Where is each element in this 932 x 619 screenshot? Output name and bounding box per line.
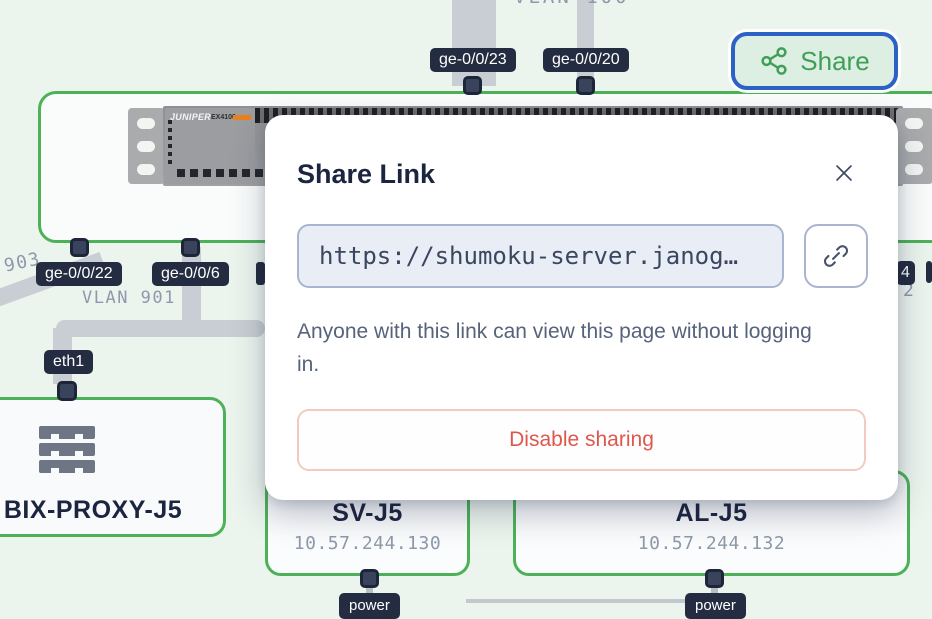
ear-slot xyxy=(137,164,155,175)
port-label-ge-0-0-6: ge-0/0/6 xyxy=(152,262,229,286)
rack-ear-left xyxy=(128,108,165,184)
port-ge-0-0-22 xyxy=(70,238,89,257)
modal-description: Anyone with this link can view this page… xyxy=(297,320,812,376)
port-al-power xyxy=(705,569,724,588)
port-ge-0-0-23 xyxy=(463,76,482,95)
link-line-vlan901-horizontal xyxy=(56,320,265,337)
node-ip: 10.57.244.130 xyxy=(293,533,442,554)
node-title: SV-J5 xyxy=(332,499,403,527)
ear-slot xyxy=(137,141,155,152)
port-label-sliver-right xyxy=(926,261,932,283)
port-label-ge-0-0-23: ge-0/0/23 xyxy=(430,48,516,72)
close-icon[interactable] xyxy=(830,159,858,187)
vlan-label-901: VLAN 901 xyxy=(82,288,176,308)
server-stack-icon xyxy=(39,426,95,478)
copy-link-button[interactable] xyxy=(804,224,868,288)
modal-title: Share Link xyxy=(297,159,436,189)
share-nodes-icon xyxy=(759,46,789,76)
vendor-logo-text: JUNIPER xyxy=(170,112,212,122)
ear-slot xyxy=(905,141,923,152)
ear-slot xyxy=(905,118,923,129)
port-label-ge-0-0-22: ge-0/0/22 xyxy=(36,262,122,286)
node-title: AL-J5 xyxy=(675,499,748,527)
disable-sharing-button[interactable]: Disable sharing xyxy=(297,409,866,471)
link-line-vlan901-vertical-a xyxy=(182,247,201,327)
link-line-vlan100-b xyxy=(577,0,594,86)
port-eth1 xyxy=(57,381,77,401)
share-button-label: Share xyxy=(800,45,870,76)
disable-sharing-label: Disable sharing xyxy=(509,428,654,451)
node-ip: 10.57.244.132 xyxy=(637,533,786,554)
node-bix-proxy-j5[interactable]: BIX-PROXY-J5 xyxy=(0,397,226,537)
link-line-vlan100-a xyxy=(452,0,496,86)
port-label-power-sv: power xyxy=(339,593,400,619)
port-label-fragment-left xyxy=(256,262,265,285)
port-label-eth1: eth1 xyxy=(44,350,94,374)
node-title: BIX-PROXY-J5 xyxy=(3,496,183,524)
link-stub-sv-power xyxy=(366,585,373,596)
vlan-label-right-fragment: 2 xyxy=(903,280,916,301)
port-label-power-al: power xyxy=(685,593,746,619)
share-link-modal: Share Link https://shumoku-server.janog…… xyxy=(265,115,898,500)
model-text: EX4100 xyxy=(211,114,236,121)
port-ge-0-0-20 xyxy=(576,76,595,95)
link-icon xyxy=(822,242,850,270)
port-label-ge-0-0-20: ge-0/0/20 xyxy=(543,48,629,72)
share-url-input[interactable]: https://shumoku-server.janog… xyxy=(297,224,784,288)
ear-slot xyxy=(137,118,155,129)
link-stub-al-power xyxy=(711,585,718,596)
led-column-decoration xyxy=(168,120,172,168)
rack-ear-right xyxy=(896,108,932,184)
port-sv-power xyxy=(360,569,379,588)
port-label-fragment-right: 4 xyxy=(896,261,915,285)
link-line-power-bus xyxy=(466,599,688,603)
model-accent-bar xyxy=(233,115,251,120)
ear-slot xyxy=(905,164,923,175)
port-ge-0-0-6 xyxy=(181,238,200,257)
vlan-label-top: VLAN 100 xyxy=(514,0,630,8)
share-button[interactable]: Share xyxy=(731,32,898,90)
